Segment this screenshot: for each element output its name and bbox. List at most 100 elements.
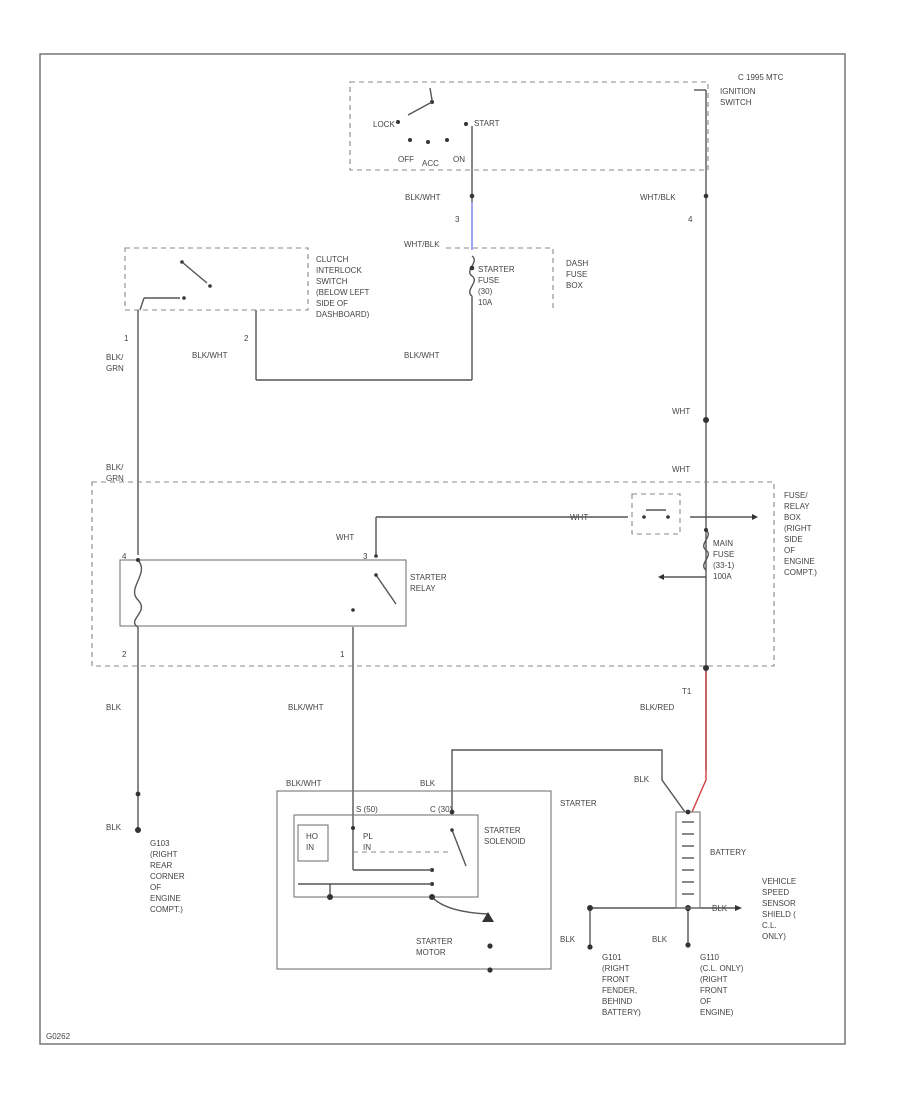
g103-label-2: (RIGHT (150, 850, 178, 859)
ignition-position-on: ON (453, 155, 465, 164)
starter-solenoid-label-2: SOLENOID (484, 837, 526, 846)
ignition-position-off: OFF (398, 155, 414, 164)
starter-relay-contact (375, 574, 397, 605)
connector-3: 3 (455, 215, 460, 224)
starter-relay-label-1: STARTER (410, 573, 447, 582)
wire-label-blk-grn-2a: BLK/ (106, 463, 124, 472)
ignition-position-acc: ACC (422, 159, 439, 168)
main-fuse-symbol (703, 529, 709, 571)
clutch-switch-label-1: CLUTCH (316, 255, 349, 264)
relay-box-label-2: RELAY (784, 502, 810, 511)
starter-relay (119, 559, 407, 627)
wire-label-blk-g103: BLK (106, 823, 122, 832)
wire-label-blk-g110: BLK (652, 935, 668, 944)
ignition-switch-label-2: SWITCH (720, 98, 752, 107)
wire-label-blk-grn-1a: BLK/ (106, 353, 124, 362)
vss-note-5: C.L. (762, 921, 777, 930)
dash-fuse-box-label-2: FUSE (566, 270, 587, 279)
g103-label-4: CORNER (150, 872, 185, 881)
connector-4: 4 (688, 215, 693, 224)
starter-fuse-label-2: FUSE (478, 276, 499, 285)
g103-label-3: REAR (150, 861, 172, 870)
starter-label: STARTER (560, 799, 597, 808)
copyright-text: C 1995 MTC (738, 73, 784, 82)
g110-label-6: ENGINE) (700, 1008, 734, 1017)
g110-label-1: G110 (700, 953, 720, 962)
g110-label-3: (RIGHT (700, 975, 728, 984)
starter-assembly: HO IN PL IN STARTER STARTER SOLENOID STA… (276, 790, 597, 973)
wire-label-blk-vss: BLK (712, 904, 728, 913)
relay-box-label-1: FUSE/ (784, 491, 808, 500)
g103-label-5: OF (150, 883, 161, 892)
g101-label-6: BATTERY) (602, 1008, 641, 1017)
ignition-switch-label-1: IGNITION (720, 87, 756, 96)
ground-labels: G103 (RIGHT REAR CORNER OF ENGINE COMPT.… (150, 839, 796, 1017)
starter-relay-coil (133, 559, 143, 628)
g110-label-2: (C.L. ONLY) (700, 964, 744, 973)
wire-label-blk-g101: BLK (560, 935, 576, 944)
g110-label-4: FRONT (700, 986, 728, 995)
starter-motor-label-1: STARTER (416, 937, 453, 946)
starter-fuse-label-3: (30) (478, 287, 493, 296)
wire-label-wht-blk-ign: WHT/BLK (640, 193, 676, 202)
relay-pin-2: 2 (122, 650, 127, 659)
relay-box-label-3: BOX (784, 513, 802, 522)
vss-note-6: ONLY) (762, 932, 786, 941)
wire-label-blk-grn-2b: GRN (106, 474, 124, 483)
battery: BATTERY (675, 809, 747, 909)
pull-in-label-1: PL (363, 832, 373, 841)
starter-fuse-label-4: 10A (478, 298, 493, 307)
g101-label-5: BEHIND (602, 997, 632, 1006)
terminal-c-label: C (30) (430, 805, 453, 814)
dash-fuse-box: STARTER FUSE (30) 10A DASH FUSE BOX WHT/… (404, 240, 588, 312)
main-fuse-label-3: (33-1) (713, 561, 735, 570)
starter-relay-label-2: RELAY (410, 584, 436, 593)
wire-label-blk-1: BLK (106, 703, 122, 712)
clutch-pin-1: 1 (124, 334, 129, 343)
clutch-switch-label-3: SWITCH (316, 277, 348, 286)
starter-solenoid (293, 814, 479, 898)
relay-pin-4: 4 (122, 552, 127, 561)
vss-note-4: SHIELD ( (762, 910, 796, 919)
wiring (137, 89, 758, 947)
battery-label: BATTERY (710, 848, 747, 857)
dash-fuse-box-label-3: BOX (566, 281, 584, 290)
diagram-frame (39, 53, 846, 1045)
wire-label-blk-wht-ign: BLK/WHT (405, 193, 441, 202)
clutch-pin-2: 2 (244, 334, 249, 343)
hold-in-label-2: IN (306, 843, 314, 852)
blk-red-battery-cable (691, 668, 707, 813)
main-fuse-label-2: FUSE (713, 550, 734, 559)
wire-label-wht-4: WHT (336, 533, 354, 542)
main-fuse-label-4: 100A (713, 572, 732, 581)
pull-in-label-2: IN (363, 843, 371, 852)
wire-label-blk-starter: BLK (420, 779, 436, 788)
connector-t1: T1 (682, 687, 692, 696)
relay-pin-1: 1 (340, 650, 345, 659)
g101-label-4: FENDER, (602, 986, 637, 995)
ignition-position-start: START (474, 119, 500, 128)
ignition-switch: LOCK START OFF ACC ON IGNITION SWITCH (349, 81, 756, 171)
wire-label-wht-3: WHT (570, 513, 588, 522)
ignition-switch-boundary (349, 81, 709, 171)
hold-in-label-1: HO (306, 832, 318, 841)
starter-boundary (276, 790, 552, 970)
dash-fuse-box-boundary (446, 247, 554, 312)
g103-label-7: COMPT.) (150, 905, 183, 914)
wire-label-blk-battery: BLK (634, 775, 650, 784)
vss-note-1: VEHICLE (762, 877, 796, 886)
wire-label-blk-red: BLK/RED (640, 703, 674, 712)
clutch-switch-boundary (124, 247, 309, 311)
g103-label-1: G103 (150, 839, 170, 848)
wire-label-blk-wht-fuse: BLK/WHT (404, 351, 440, 360)
relay-box-label-8: COMPT.) (784, 568, 817, 577)
solenoid-contact (451, 829, 467, 867)
clutch-switch-label-5: SIDE OF (316, 299, 348, 308)
main-fuse-label-1: MAIN (713, 539, 733, 548)
relay-box-label-6: OF (784, 546, 795, 555)
relay-pin-3: 3 (363, 552, 368, 561)
g110-label-5: OF (700, 997, 711, 1006)
figure-id: G0262 (46, 1032, 71, 1041)
clutch-switch-label-2: INTERLOCK (316, 266, 362, 275)
